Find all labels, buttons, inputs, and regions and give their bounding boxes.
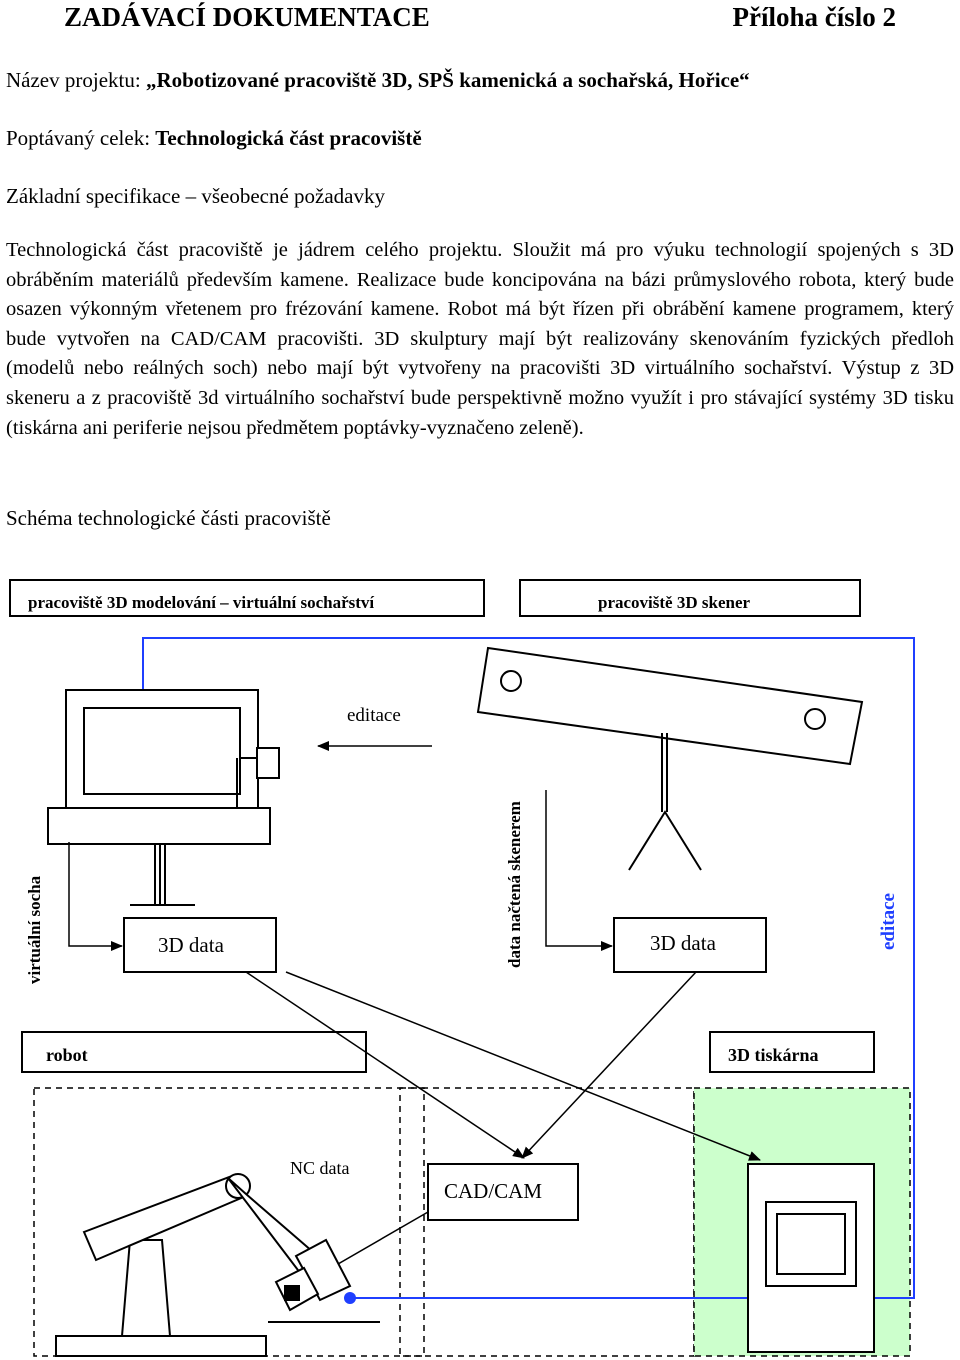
virtual-statue-connector	[68, 842, 123, 951]
scanner-workplace-box: pracoviště 3D skener	[519, 579, 861, 617]
requested-section-label: Poptávaný celek:	[6, 126, 156, 150]
print-path-line	[350, 1090, 915, 1299]
3d-data-left-label: 3D data	[158, 933, 225, 957]
3d-printer-icon	[747, 1163, 875, 1353]
printer-label: 3D tiskárna	[728, 1045, 819, 1065]
robot-arm-icon	[55, 1173, 380, 1357]
modeling-workplace-label: pracoviště 3D modelování – virtuální soc…	[28, 593, 374, 612]
scanned-data-connector	[545, 790, 613, 951]
3d-data-right-label: 3D data	[650, 931, 717, 955]
annex-number: Příloha číslo 2	[732, 2, 897, 32]
modeling-workplace-box: pracoviště 3D modelování – virtuální soc…	[9, 579, 485, 617]
edit-feedback-line	[138, 637, 915, 1090]
requested-section-value: Technologická část pracoviště	[155, 126, 422, 150]
robot-box: robot	[21, 1031, 367, 1073]
virtual-statue-label: virtuální socha	[25, 875, 44, 984]
computer-icon	[47, 689, 280, 906]
spec-heading: Základní specifikace – všeobecné požadav…	[6, 184, 385, 208]
requested-section-line: Poptávaný celek: Technologická část prac…	[6, 126, 422, 151]
print-path-node	[344, 1292, 356, 1304]
robot-area	[33, 1087, 425, 1357]
schema-caption: Schéma technologické části pracoviště	[6, 506, 331, 530]
3d-data-box-left: 3D data	[123, 917, 277, 973]
data-to-cadcam-arrow-right	[521, 971, 697, 1159]
data-to-printer-arrow	[285, 971, 761, 1161]
cadcam-area	[399, 1087, 695, 1357]
project-name-label: Název projektu:	[6, 68, 146, 92]
project-name-value: „Robotizované pracoviště 3D, SPŠ kamenic…	[145, 68, 750, 92]
edit-label: editace	[347, 705, 401, 726]
scanned-data-label: data načtená skenerem	[505, 801, 524, 968]
scanner-icon	[476, 646, 864, 871]
cadcam-label: CAD/CAM	[444, 1179, 542, 1203]
printer-box: 3D tiskárna	[709, 1031, 875, 1073]
document-title: ZADÁVACÍ DOKUMENTACE	[64, 2, 430, 32]
nc-data-label: NC data	[290, 1158, 349, 1178]
data-to-cadcam-arrow-left	[245, 971, 525, 1159]
edit-label-right: editace	[878, 893, 899, 950]
cadcam-box: CAD/CAM	[427, 1163, 579, 1221]
project-name-line: Název projektu: „Robotizované pracoviště…	[6, 68, 750, 93]
description-paragraph: Technologická část pracoviště je jádrem …	[6, 239, 954, 439]
3d-data-box-right: 3D data	[613, 917, 767, 973]
robot-label: robot	[46, 1045, 88, 1065]
scanner-workplace-label: pracoviště 3D skener	[598, 593, 750, 612]
